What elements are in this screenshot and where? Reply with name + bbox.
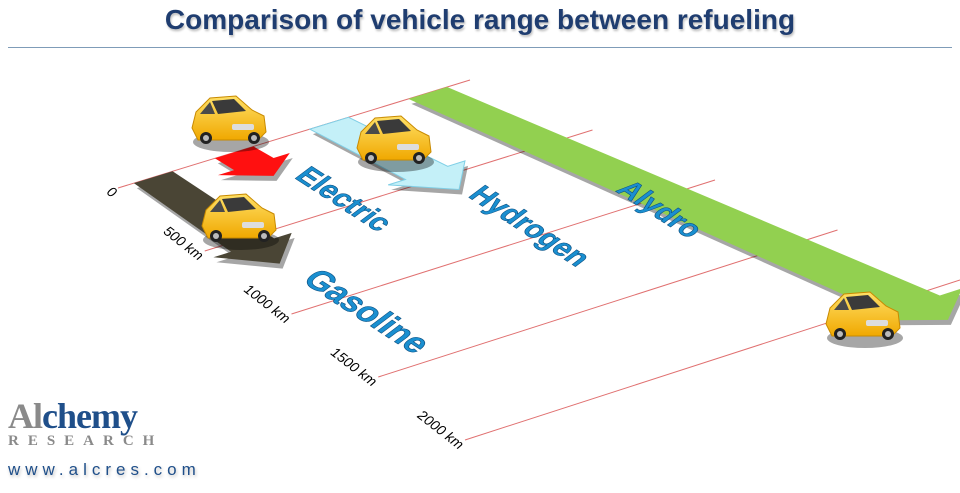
category-label-gasoline: Gasoline <box>295 263 439 360</box>
axis-tick-label: 2000 km <box>414 406 467 452</box>
category-label-hydrogen: Hydrogen <box>461 181 597 272</box>
alchemy-research-logo: Alchemy RESEARCH www.alcres.com <box>8 398 201 480</box>
logo-wordmark: Alchemy <box>8 396 138 436</box>
cars <box>191 95 903 348</box>
car-icon <box>191 95 269 152</box>
axis-tick-label: 1500 km <box>328 344 380 390</box>
chart-title: Comparison of vehicle range between refu… <box>164 4 796 35</box>
website-link[interactable]: www.alcres.com <box>8 460 201 479</box>
category-label-electric: Electric <box>288 162 399 237</box>
range-arrow-electric <box>214 146 290 176</box>
logo-subtitle: RESEARCH <box>8 433 164 449</box>
car-icon <box>356 115 434 172</box>
title-divider <box>8 47 952 48</box>
axis-tick-label: 0 <box>104 183 120 201</box>
axis-tick-label: 1000 km <box>241 281 293 327</box>
car-icon <box>201 193 279 250</box>
range-arrow-alydro <box>408 87 960 321</box>
car-icon <box>825 291 903 348</box>
